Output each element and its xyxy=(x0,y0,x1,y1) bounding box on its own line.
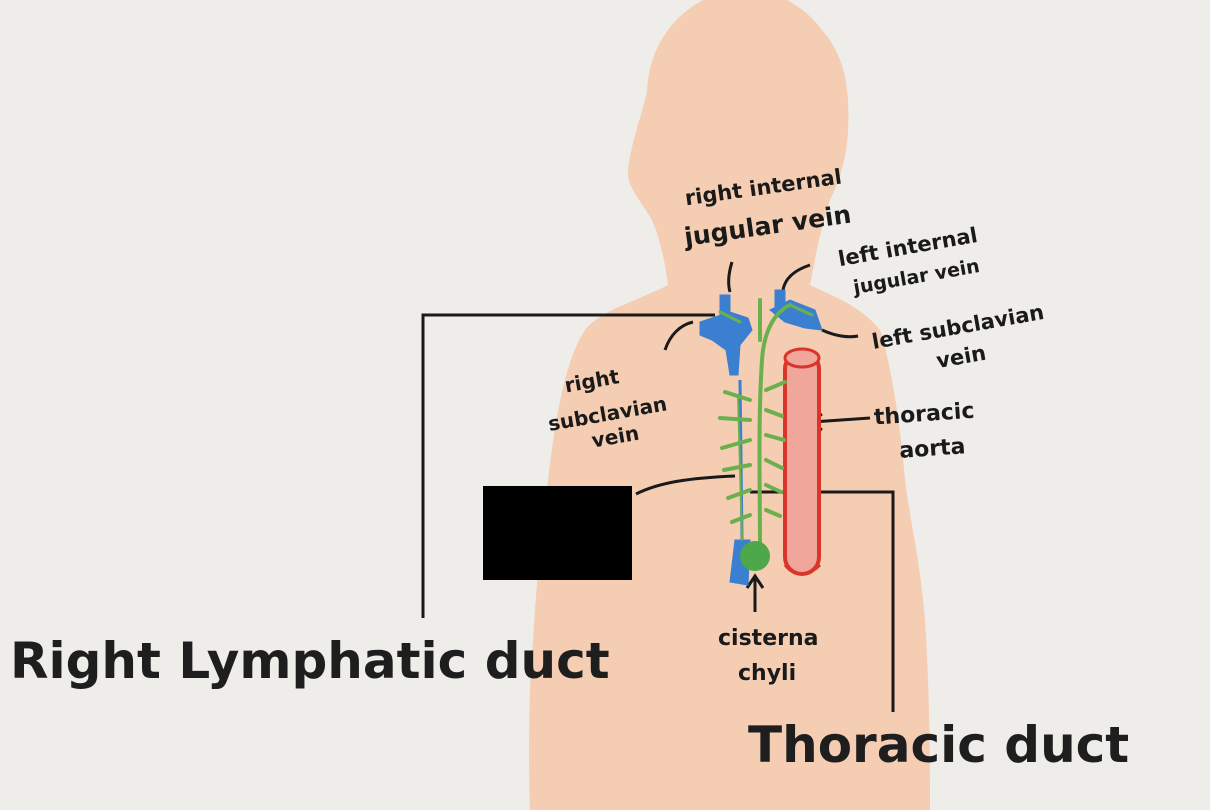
aorta-bottom-curve xyxy=(783,563,822,576)
right-jugular-vein xyxy=(719,294,731,321)
thoracic-duct-label: Thoracic duct xyxy=(748,716,1129,774)
aorta-pointer xyxy=(811,416,871,424)
left-subclavian-pointer xyxy=(821,328,859,339)
lymph-vessels xyxy=(718,298,814,557)
label-left-internal-jugular: left internal jugular vein xyxy=(836,223,981,299)
cisterna-chyli-shape xyxy=(740,541,770,571)
label-cisterna-chyli: cisterna chyli xyxy=(718,626,818,686)
redaction-pointer xyxy=(635,474,736,496)
left-subclavian-line-2: vein xyxy=(934,341,988,373)
right-venous-angle xyxy=(699,311,753,376)
thoracic-aorta-line-2: aorta xyxy=(899,434,967,464)
body-silhouette xyxy=(529,0,930,810)
cisterna-line-1: cisterna xyxy=(718,626,818,651)
left-jugular-vein xyxy=(774,289,786,316)
thoracic-duct-vessel xyxy=(757,303,792,557)
label-left-subclavian: left subclavian vein xyxy=(870,300,1046,373)
redaction-box xyxy=(483,486,632,580)
cisterna-arrowhead xyxy=(745,573,765,589)
right-jugular-pointer xyxy=(727,261,734,293)
cisterna-line-2: chyli xyxy=(738,661,796,686)
thoracic-aorta xyxy=(783,347,821,576)
left-jugular-pointer xyxy=(781,263,811,291)
right-lymphatic-duct-label: Right Lymphatic duct xyxy=(10,632,610,690)
right-subclavian-pointer xyxy=(663,320,694,351)
right-lymphatic-connector xyxy=(421,313,715,618)
